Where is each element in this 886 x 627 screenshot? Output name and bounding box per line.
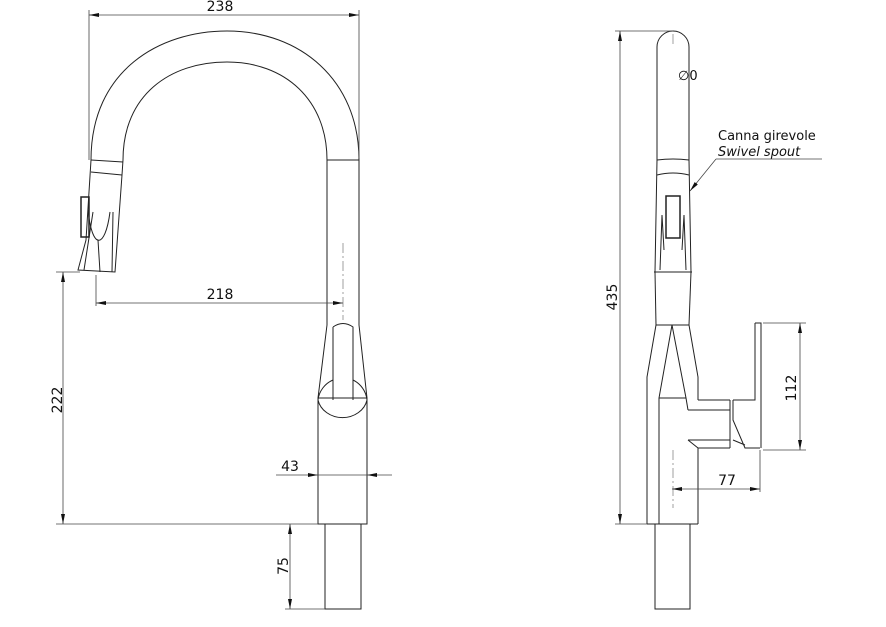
callout-label-italian: Canna girevole [718,129,816,144]
dimension-218: 218 [95,275,343,306]
front-view: 238 218 222 43 75 [50,0,392,610]
dim-label-435: 435 [605,284,621,311]
dim-label-112: 112 [784,375,800,402]
diameter-mark: ∅0 [678,69,698,84]
side-view: ∅0 Canna girevole Swivel spout 435 112 7… [605,30,822,610]
dimension-238: 238 [88,0,360,160]
dimension-43: 43 [276,459,392,477]
faucet-side-outline [646,30,762,610]
dimension-435: 435 [605,30,673,525]
dim-label-43: 43 [281,459,299,475]
dimension-222: 222 [50,271,318,525]
dimension-77: 77 [672,450,761,492]
dimension-112: 112 [763,322,806,451]
dim-label-222: 222 [50,387,66,414]
dim-label-77: 77 [718,473,736,489]
dim-label-218: 218 [207,287,234,303]
dimension-75: 75 [276,524,325,610]
faucet-front-outline [77,30,368,610]
callout-label-english: Swivel spout [718,145,801,160]
swivel-spout-callout: Canna girevole Swivel spout [689,129,822,192]
dim-label-75: 75 [276,557,292,575]
dim-label-238: 238 [207,0,234,15]
